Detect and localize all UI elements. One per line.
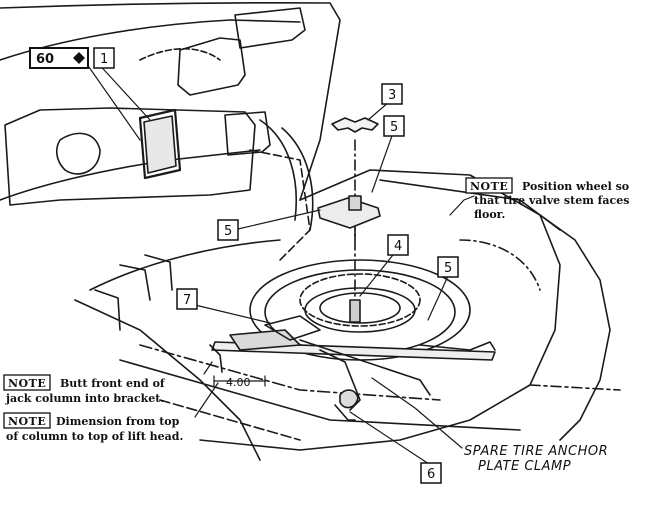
note-jack-column-line1: Butt front end of: [60, 377, 166, 390]
note-tire-valve-tag: NOTE: [470, 180, 508, 193]
callout-6-label: 6: [427, 467, 435, 482]
jack-assembly: [209, 315, 496, 421]
note-dimension-line2: of column to top of lift head.: [6, 430, 183, 443]
clamp-label-line1: SPARE TIRE ANCHOR: [464, 444, 608, 459]
note-jack-column: NOTE Butt front end of jack column into …: [3, 374, 166, 405]
note-jack-column-tag: NOTE: [8, 377, 46, 390]
callout-5-right: 5: [437, 256, 459, 278]
note-dimension-line1: Dimension from top: [56, 415, 180, 428]
body-panel: [0, 2, 341, 206]
callout-1-label: 1: [100, 52, 108, 67]
callout-7: 7: [176, 288, 198, 310]
spare-tire: [249, 259, 471, 361]
note-dimension: NOTE Dimension from top of column to top…: [3, 412, 183, 443]
callout-5-top: 5: [383, 115, 405, 137]
note-tire-valve-line3: floor.: [474, 208, 505, 221]
callout-5-top-label: 5: [390, 120, 398, 135]
note-jack-column-line2: jack column into bracket.: [5, 392, 164, 405]
anchor-bolt-assembly: [317, 117, 381, 323]
callout-7-label: 7: [183, 293, 191, 308]
callout-5-left: 5: [217, 219, 239, 241]
leader-lines: [83, 59, 475, 467]
callout-4-label: 4: [394, 239, 402, 254]
callout-5-left-label: 5: [224, 224, 232, 239]
note-tire-valve-line2: that tire valve stem faces: [474, 194, 629, 207]
callout-1: 1: [93, 47, 115, 69]
spare-tire-anchor-clamp-label: SPARE TIRE ANCHOR PLATE CLAMP: [464, 444, 608, 474]
access-panel: [138, 108, 182, 180]
note-tire-valve-line1: Position wheel so: [522, 180, 629, 193]
note-dimension-tag: NOTE: [8, 415, 46, 428]
callout-3-label: 3: [388, 88, 396, 103]
callout-4: 4: [387, 234, 409, 256]
callout-3: 3: [381, 83, 403, 105]
reference-badge-number: 60: [36, 52, 54, 67]
callout-5-right-label: 5: [444, 261, 452, 276]
note-tire-valve: NOTE Position wheel so that tire valve s…: [465, 177, 629, 221]
trunk-floor: [74, 119, 621, 461]
clamp-label-line2: PLATE CLAMP: [478, 459, 571, 474]
dimension-value: 4.00: [226, 376, 251, 389]
callout-6: 6: [420, 462, 442, 484]
reference-badge: 60: [29, 47, 89, 69]
